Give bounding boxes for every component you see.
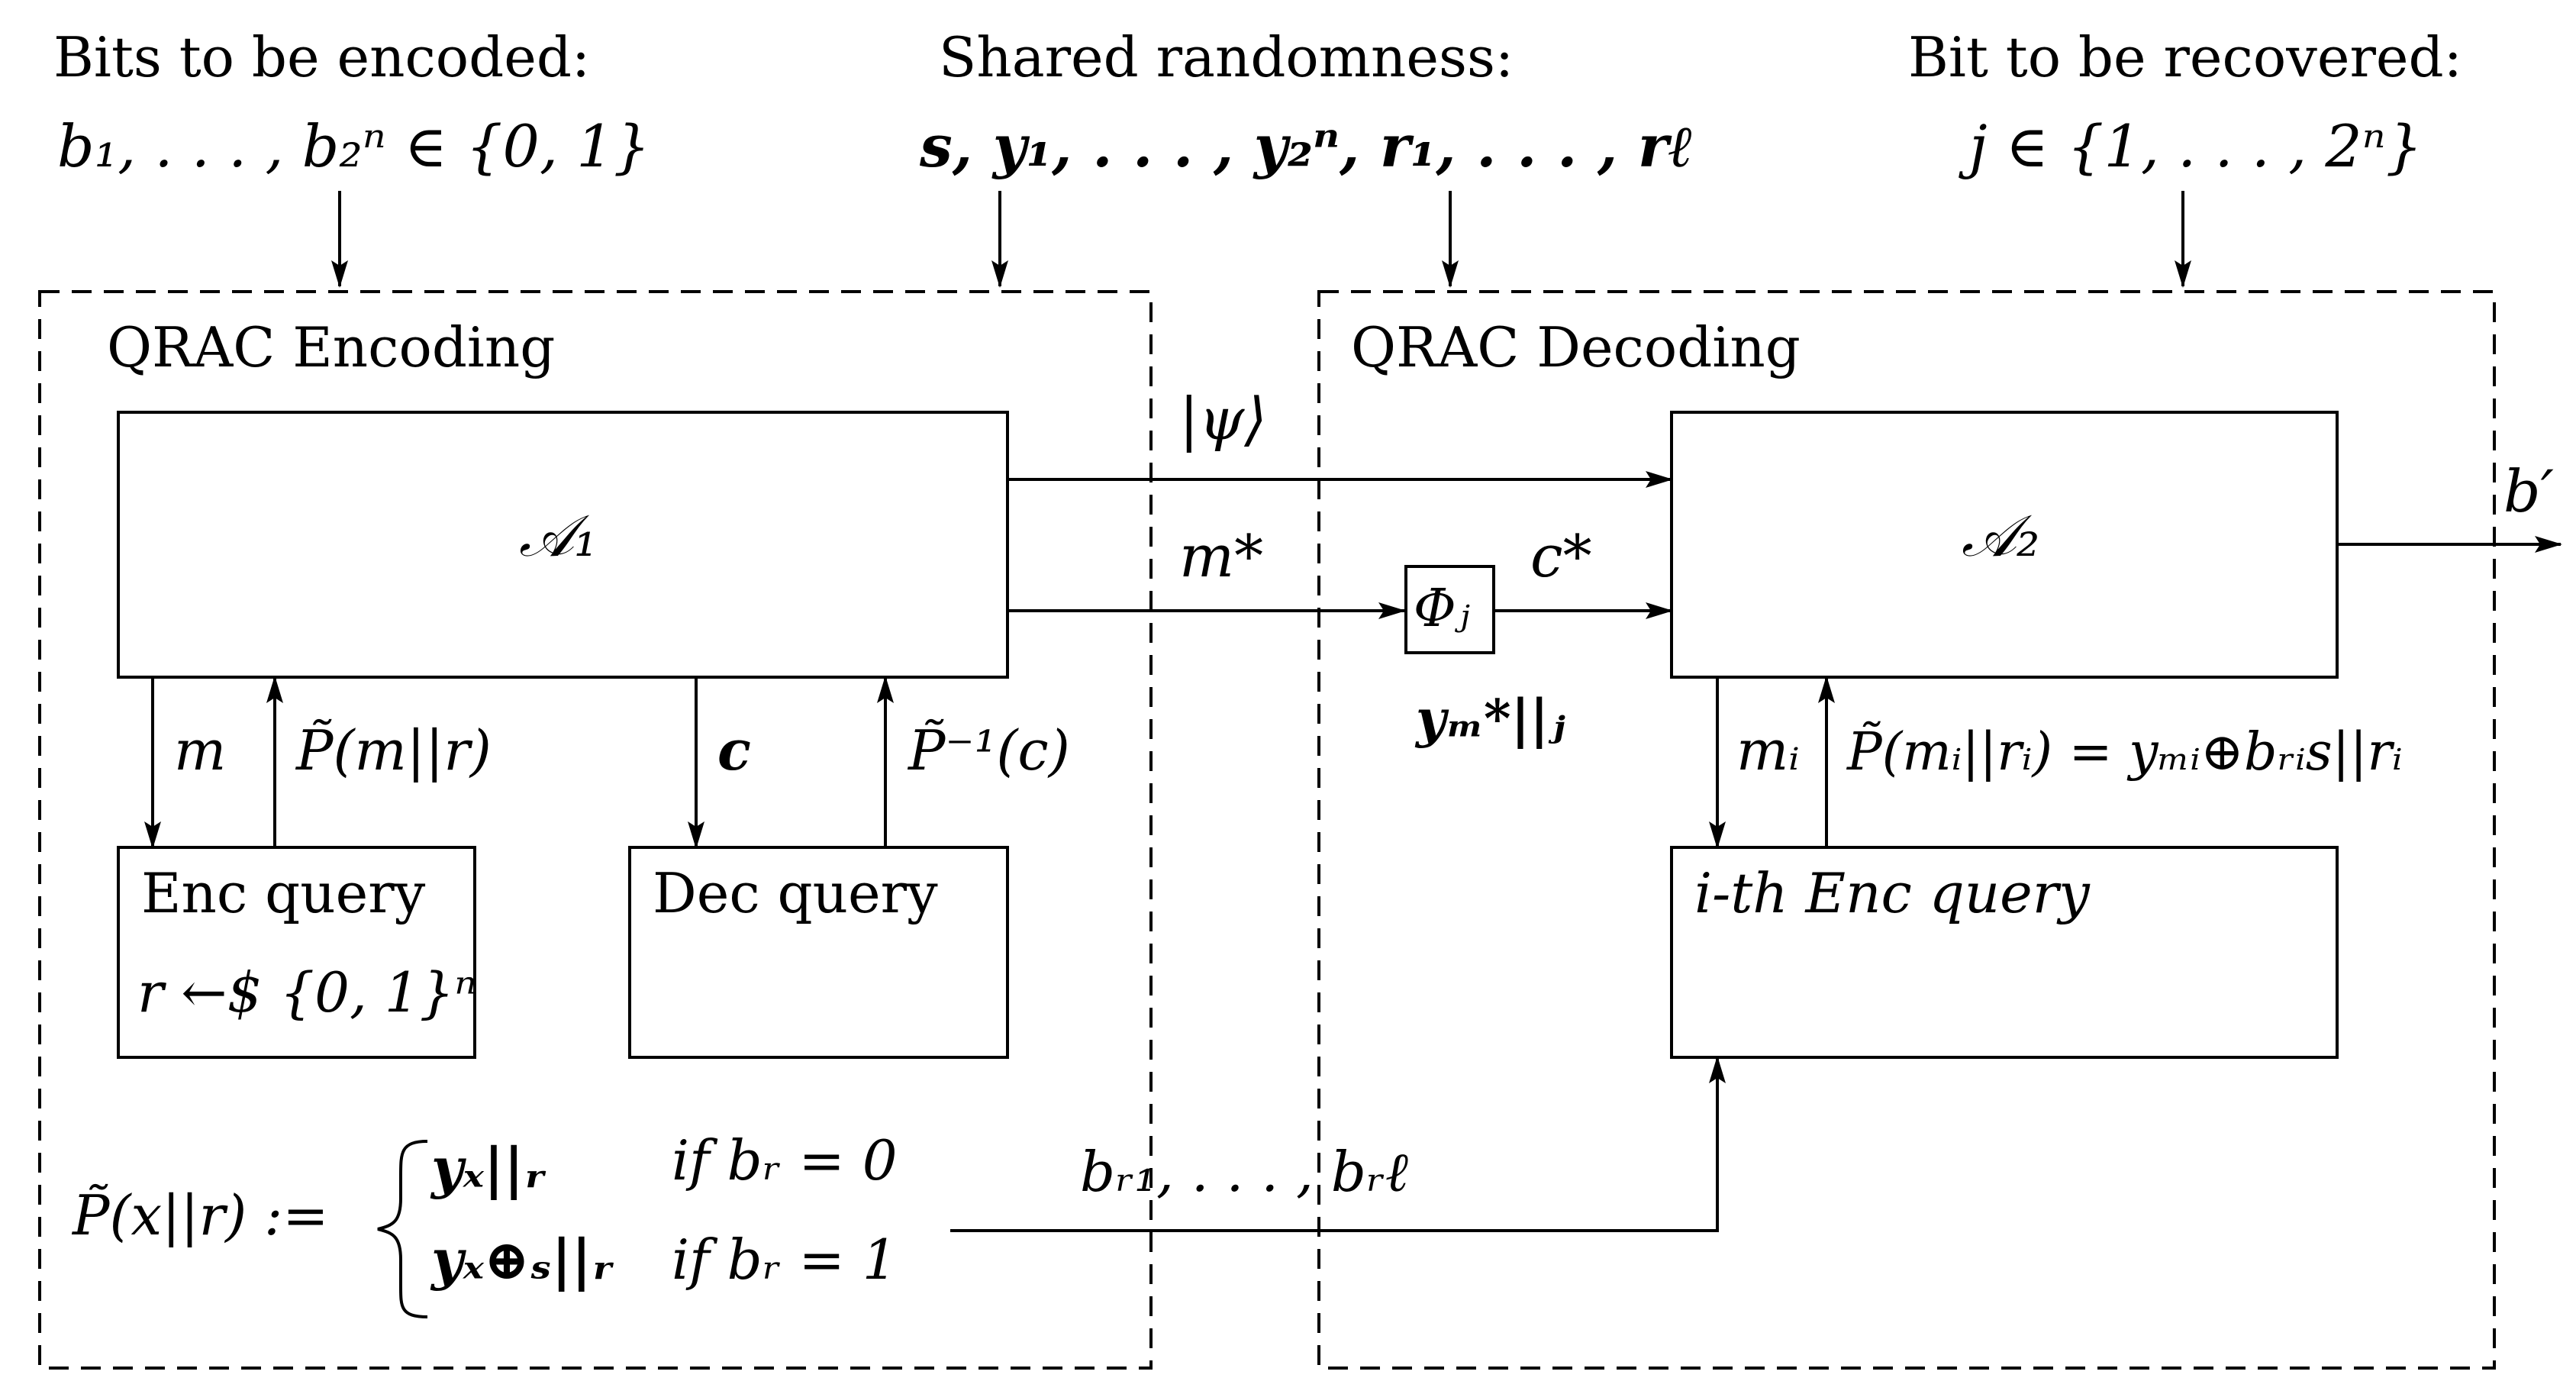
- arrow-b-list: [950, 1056, 1726, 1232]
- a2-label: 𝒜₂: [1962, 502, 2039, 570]
- label-y-m-star-j: yₘ*||ⱼ: [1414, 689, 1565, 750]
- enc-query-box: [117, 846, 476, 1059]
- label-m: m: [174, 718, 226, 783]
- definition-case1-condition: if bᵣ = 0: [672, 1128, 898, 1192]
- label-mi: mᵢ: [1736, 718, 1800, 783]
- label-p-mi: P̃(mᵢ||rᵢ) = yₘᵢ⊕bᵣᵢs||rᵢ: [1846, 722, 2403, 783]
- enc-query-label: Enc query: [141, 861, 426, 925]
- label-output: b′: [2503, 457, 2554, 525]
- a1-label: 𝒜₁: [519, 502, 597, 570]
- definition-lhs: P̃(x||r) :=: [71, 1183, 329, 1247]
- qrac-decoding-container: [1317, 290, 2496, 1370]
- bit-recover-title: Bit to be recovered:: [1908, 25, 2462, 89]
- label-p-inv-c: P̃⁻¹(c): [907, 718, 1070, 783]
- definition-brace: [377, 1140, 428, 1318]
- enc-query-sampling: r ←$ {0, 1}ⁿ: [137, 960, 477, 1025]
- shared-randomness-formula: s, y₁, . . . , y₂ⁿ, r₁, . . . , rℓ: [919, 112, 1693, 180]
- definition-case2-value: yₓ⊕ₛ||ᵣ: [430, 1227, 614, 1292]
- qrac-encoding-container: [38, 290, 1153, 1370]
- label-c-star: c*: [1530, 522, 1592, 590]
- bits-encoded-title: Bits to be encoded:: [53, 25, 590, 89]
- dec-query-label: Dec query: [653, 861, 938, 925]
- ith-enc-query-label: i-th Enc query: [1694, 861, 2091, 925]
- bit-recover-formula: j ∈ {1, . . . , 2ⁿ}: [1959, 112, 2423, 180]
- label-b-list: bᵣ₁, . . . , bᵣℓ: [1080, 1140, 1408, 1204]
- label-c: c: [717, 718, 751, 783]
- qrac-decoding-title: QRAC Decoding: [1351, 315, 1801, 379]
- shared-randomness-title: Shared randomness:: [939, 25, 1514, 89]
- definition-case1-value: yₓ||ᵣ: [430, 1135, 546, 1200]
- dec-query-box: [628, 846, 1009, 1059]
- a1-box: [117, 411, 1009, 679]
- label-m-star: m*: [1179, 522, 1263, 590]
- definition-case2-condition: if bᵣ = 1: [672, 1228, 898, 1292]
- qrac-encoding-title: QRAC Encoding: [107, 315, 555, 379]
- ith-enc-query-box: [1670, 846, 2339, 1059]
- phi-label: Φⱼ: [1414, 579, 1470, 639]
- label-p-m-r: P̃(m||r): [295, 718, 492, 783]
- label-psi: |ψ⟩: [1179, 385, 1267, 453]
- bits-encoded-formula: b₁, . . . , b₂ⁿ ∈ {0, 1}: [57, 112, 650, 180]
